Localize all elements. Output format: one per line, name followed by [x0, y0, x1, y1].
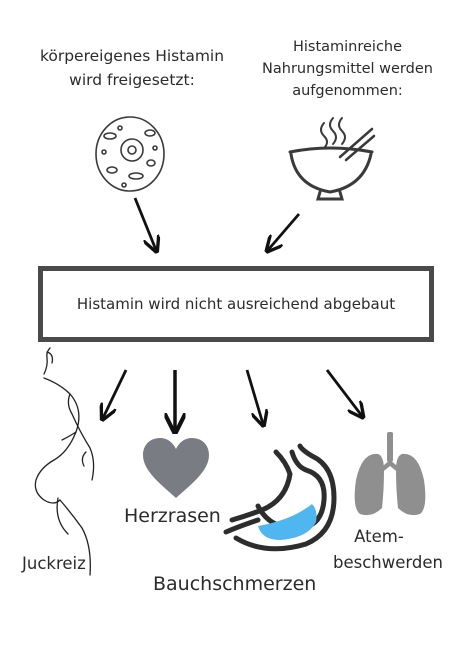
stomach-icon: [223, 443, 337, 552]
arrow-food-to-center: [268, 213, 301, 250]
lungs-icon: [354, 432, 426, 516]
arrow-center-to-stomach: [245, 369, 263, 424]
central-process-box: Histamin wird nicht ausreichend abgebaut: [38, 266, 434, 342]
food-histamine-label: Histaminreiche Nahrungsmittel werden auf…: [262, 39, 433, 99]
symptom-breathing-label: Atem- beschwerden: [333, 524, 443, 576]
symptom-itching-label: Juckreiz: [22, 554, 86, 573]
symptom-palpitations-label: Herzrasen: [124, 505, 221, 527]
arrow-center-to-lungs: [325, 369, 362, 416]
arrow-center-to-itching: [103, 369, 128, 418]
symptom-abdominal-pain-label: Bauchschmerzen: [153, 573, 317, 595]
arrow-body-to-center: [133, 197, 156, 250]
central-process-text: Histamin wird nicht ausreichend abgebaut: [76, 295, 396, 313]
body-histamine-label: körpereigenes Histamin wird freigesetzt:: [39, 47, 225, 89]
bowl-icon: [288, 117, 376, 201]
heart-icon: [143, 438, 209, 498]
cell-icon: [95, 116, 165, 192]
symptom-breathing-line2: beschwerden: [333, 553, 443, 572]
body-line-drawing-icon: [34, 347, 95, 576]
symptom-breathing-line1: Atem-: [354, 527, 404, 546]
